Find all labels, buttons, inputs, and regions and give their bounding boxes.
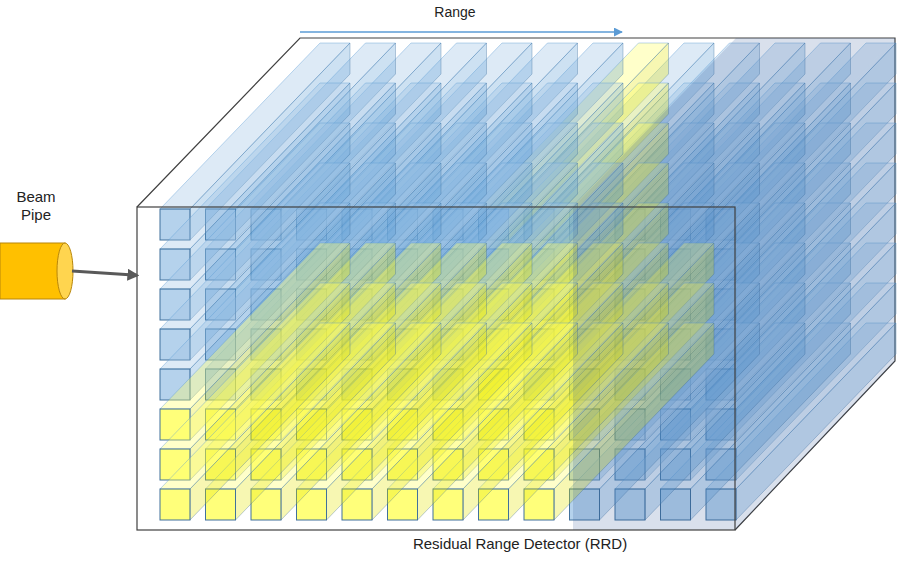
beam-pipe-cylinder <box>0 243 73 299</box>
range-arrow <box>300 31 622 33</box>
detector-front-frame <box>137 207 735 530</box>
shaded-slices <box>573 38 895 530</box>
detector-label: Residual Range Detector (RRD) <box>410 535 630 553</box>
beam-pipe: Beam Pipe <box>0 186 72 304</box>
beam-arrow <box>72 271 137 275</box>
axis-label: Range <box>434 4 475 20</box>
detector-block: Residual Range Detector (RRD) <box>137 207 735 557</box>
voxel-bar <box>160 323 350 520</box>
detector-frame <box>137 38 895 530</box>
beam-pipe-label: Beam Pipe <box>7 188 65 224</box>
